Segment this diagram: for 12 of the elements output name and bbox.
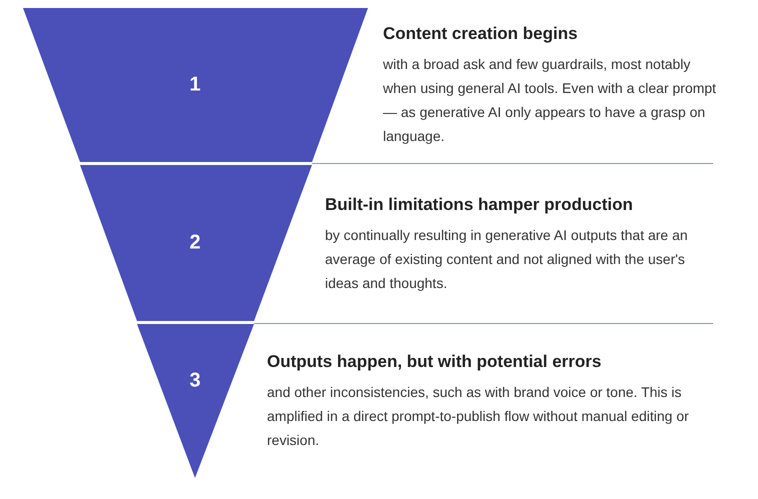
step-heading: Content creation begins [383,24,578,44]
step-description: by continually resulting in generative AI outputs that are an average of existing content and not aligned with the user's ideas and thoughts. [325,226,689,293]
funnel-segment [137,324,254,478]
step-description: and other inconsistencies, such as with brand voice or tone. This is amplified in a direct prompt-to-publish flow without manual editing or revision. [267,383,690,450]
step-number: 2 [189,232,201,254]
funnel-segment [80,165,312,321]
step-number: 1 [189,74,201,96]
funnel-segment [23,8,368,162]
step-heading: Built-in limitations hamper production [325,195,633,215]
step-heading: Outputs happen, but with potential errors [267,352,602,372]
step-description: with a broad ask and few guardrails, most notably when using general AI tools. Even with a clear prompt — as generative AI only appears to have a grasp on language. [383,55,718,146]
step-number: 3 [189,369,201,392]
